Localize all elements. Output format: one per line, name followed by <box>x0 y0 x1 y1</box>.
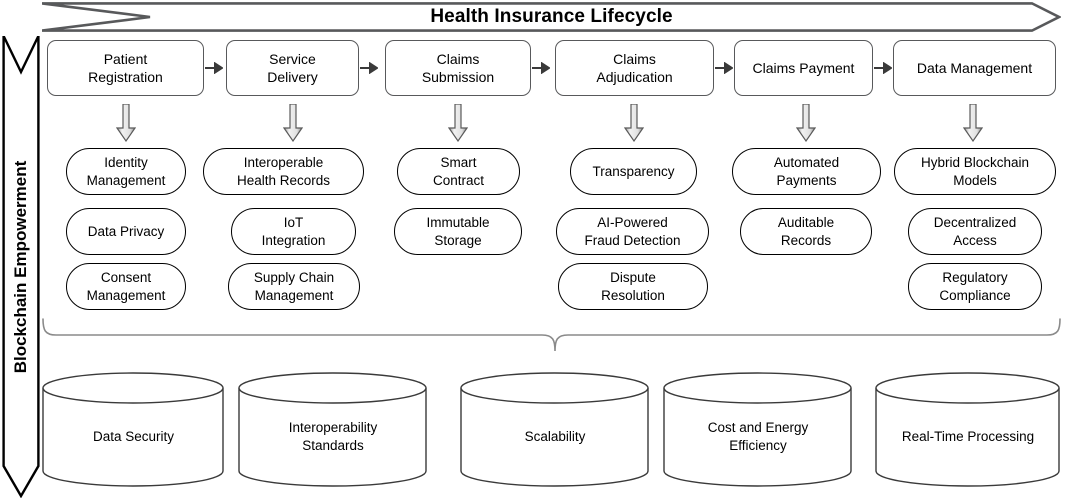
arrow-down-icon-5 <box>796 104 816 142</box>
cylinder-label: Data Security <box>92 428 175 444</box>
stage-label: Data Management <box>916 59 1033 76</box>
arrow-right-icon-2 <box>360 62 378 74</box>
foundation-brace <box>42 318 1061 358</box>
foundation-cylinder-data-security[interactable]: Data Security <box>42 372 225 487</box>
arrow-right-icon-4 <box>715 62 733 74</box>
lifecycle-banner: Health Insurance Lifecycle <box>42 2 1061 32</box>
feature-pill-data-privacy[interactable]: Data Privacy <box>66 208 186 255</box>
feature-label: Transparency <box>592 163 675 179</box>
feature-pill-transparency[interactable]: Transparency <box>570 148 697 195</box>
stage-box-claims-payment[interactable]: Claims Payment <box>734 40 873 96</box>
cylinder-label: Real-Time Processing <box>901 428 1035 444</box>
stage-label: Claims Payment <box>752 59 855 76</box>
arrow-down-icon-4 <box>624 104 644 142</box>
foundation-cylinder-real-time-processing[interactable]: Real-Time Processing <box>875 372 1061 487</box>
arrow-down-icon-6 <box>963 104 983 142</box>
arrow-right-icon-1 <box>205 62 223 74</box>
foundation-cylinder-scalability[interactable]: Scalability <box>460 372 650 487</box>
blockchain-empowerment-axis: Blockchain Empowerment <box>2 36 40 498</box>
feature-label: Data Privacy <box>87 223 165 239</box>
arrow-down-icon-2 <box>283 104 303 142</box>
arrow-down-icon-1 <box>116 104 136 142</box>
arrow-right-icon-5 <box>874 62 892 74</box>
cylinder-label: Scalability <box>524 428 586 444</box>
stage-box-data-management[interactable]: Data Management <box>893 40 1056 96</box>
page-title: Health Insurance Lifecycle <box>430 6 673 27</box>
arrow-right-icon-3 <box>532 62 550 74</box>
arrow-down-icon-3 <box>448 104 468 142</box>
blockchain-empowerment-label: Blockchain Empowerment <box>11 160 30 374</box>
